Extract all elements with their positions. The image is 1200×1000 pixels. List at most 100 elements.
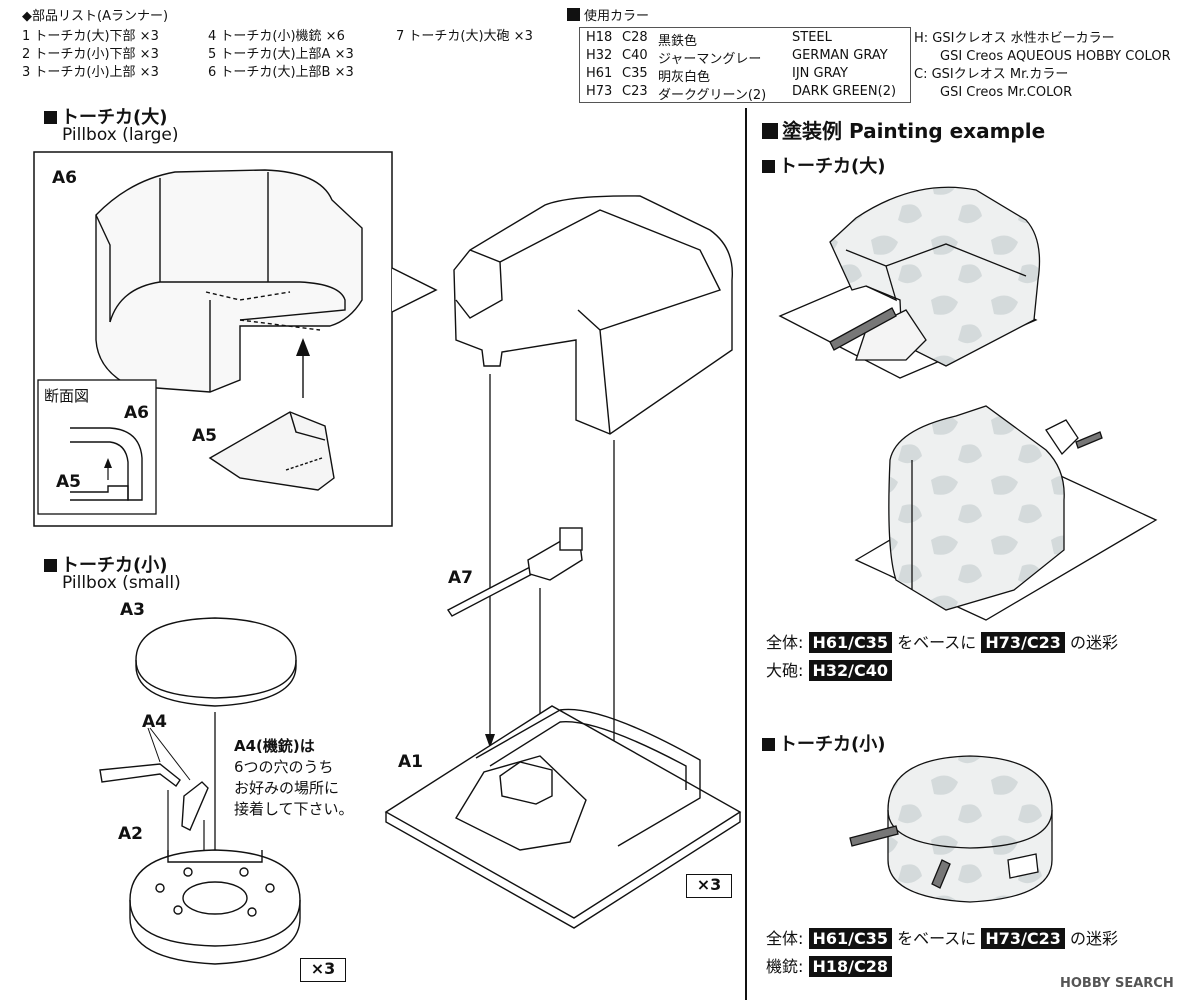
color-c-code: C35 xyxy=(622,66,648,81)
note-text: をベースに xyxy=(897,929,977,948)
a4-note-line: お好みの場所に xyxy=(234,779,340,797)
paint-large-note-1: 全体: H61/C35 をベースに H73/C23 の迷彩 xyxy=(766,632,1118,653)
color-tag: H61/C35 xyxy=(808,928,893,949)
color-list-title: 使用カラー xyxy=(567,8,649,26)
color-tag: H73/C23 xyxy=(981,632,1065,653)
note-prefix: 大砲: xyxy=(766,661,804,680)
callout-pointer xyxy=(391,267,438,313)
color-tag: H18/C28 xyxy=(808,956,893,977)
color-en-name: GERMAN GRAY xyxy=(792,48,888,63)
section-view-drawing xyxy=(70,427,143,501)
a4-leader-1 xyxy=(147,727,161,763)
paint-large-heading: トーチカ(大) xyxy=(762,152,885,178)
watermark: HOBBY SEARCH xyxy=(1060,976,1174,991)
note-prefix: 全体: xyxy=(766,929,804,948)
multiplier-large: ×3 xyxy=(686,874,732,898)
small-pillbox-subheading: Pillbox (small) xyxy=(62,573,181,593)
parts-list-title: ◆部品リスト(Aランナー) xyxy=(22,9,169,24)
assembly-diagram xyxy=(33,151,742,965)
part-a2-drawing xyxy=(129,849,301,965)
part-a7-drawing xyxy=(446,527,583,617)
color-h-code: H73 xyxy=(586,84,613,99)
color-jp-name: 黒鉄色 xyxy=(658,34,698,49)
color-h-code: H32 xyxy=(586,48,613,63)
note-text: の迷彩 xyxy=(1070,929,1119,948)
detail-frame xyxy=(33,151,393,527)
part-a3-drawing xyxy=(135,617,297,707)
square-bullet-icon xyxy=(44,111,57,124)
paint-small-note-1: 全体: H61/C35 をベースに H73/C23 の迷彩 xyxy=(766,928,1118,949)
square-bullet-icon xyxy=(762,160,775,173)
square-bullet-icon xyxy=(762,123,778,139)
note-prefix: 全体: xyxy=(766,633,804,652)
column-divider xyxy=(745,108,747,1000)
note-text: の迷彩 xyxy=(1070,633,1119,652)
paint-large-rear-drawing xyxy=(854,405,1158,621)
section-label-a5: A5 xyxy=(56,472,81,492)
part-item-3: 3 トーチカ(小)上部 ×3 xyxy=(22,65,159,80)
label-a1: A1 xyxy=(398,752,423,772)
part-item-7: 7 トーチカ(大)大砲 ×3 xyxy=(396,29,533,44)
part-item-2: 2 トーチカ(小)下部 ×3 xyxy=(22,47,159,62)
part-a6-assembled-drawing xyxy=(453,195,734,435)
square-bullet-icon xyxy=(567,8,580,21)
color-jp-name: ダークグリーン(2) xyxy=(658,88,767,103)
part-item-6: 6 トーチカ(大)上部B ×3 xyxy=(208,65,354,80)
paint-small-note-2: 機銃: H18/C28 xyxy=(766,956,893,977)
color-tag: H61/C35 xyxy=(808,632,893,653)
small-pillbox-heading: トーチカ(小) xyxy=(44,551,167,577)
color-en-name: STEEL xyxy=(792,30,832,45)
color-jp-name: ジャーマングレー xyxy=(658,52,762,67)
part-a1-drawing xyxy=(384,705,742,929)
color-jp-name: 明灰白色 xyxy=(658,70,711,85)
color-en-name: DARK GREEN(2) xyxy=(792,84,897,99)
square-bullet-icon xyxy=(762,738,775,751)
a4-note-line: 6つの穴のうち xyxy=(234,758,334,776)
part-item-4: 4 トーチカ(小)機銃 ×6 xyxy=(208,29,345,44)
paint-large-front-drawing xyxy=(778,186,1041,379)
part-a5-drawing xyxy=(208,411,335,491)
note-prefix: 機銃: xyxy=(766,957,804,976)
color-en-name: IJN GRAY xyxy=(792,66,848,81)
paint-large-note-2: 大砲: H32/C40 xyxy=(766,660,893,681)
color-h-code: H61 xyxy=(586,66,613,81)
label-a2: A2 xyxy=(118,824,143,844)
color-tag: H73/C23 xyxy=(981,928,1065,949)
large-pillbox-heading: トーチカ(大) xyxy=(44,103,167,129)
note-text: をベースに xyxy=(897,633,977,652)
label-a6: A6 xyxy=(52,168,77,188)
part-a6-drawing xyxy=(95,169,363,393)
part-a4-drawing xyxy=(99,763,209,831)
arrowhead-a6-a1-left xyxy=(485,734,495,748)
color-table: H18 C28 黒鉄色 STEEL H32 C40 ジャーマングレー GERMA… xyxy=(579,27,911,103)
paint-small-drawing xyxy=(849,755,1053,903)
legend-c: C: GSIクレオス Mr.カラー xyxy=(914,67,1069,82)
color-h-code: H18 xyxy=(586,30,613,45)
multiplier-small: ×3 xyxy=(300,958,346,982)
legend-h-en: GSI Creos AQUEOUS HOBBY COLOR xyxy=(940,49,1171,64)
legend-c-en: GSI Creos Mr.COLOR xyxy=(940,85,1073,100)
color-c-code: C23 xyxy=(622,84,648,99)
painting-example-heading: 塗装例 Painting example xyxy=(762,115,1045,144)
label-a4: A4 xyxy=(142,712,167,732)
a4-note-line: 接着して下さい。 xyxy=(234,800,354,818)
section-arrowhead xyxy=(104,458,112,468)
large-pillbox-subheading: Pillbox (large) xyxy=(62,125,179,145)
label-a3: A3 xyxy=(120,600,145,620)
color-c-code: C28 xyxy=(622,30,648,45)
arrowhead-a5-a6 xyxy=(296,338,310,356)
label-a7: A7 xyxy=(448,568,473,588)
color-tag: H32/C40 xyxy=(808,660,893,681)
part-item-1: 1 トーチカ(大)下部 ×3 xyxy=(22,29,159,44)
section-view-title: 断面図 xyxy=(44,387,90,405)
square-bullet-icon xyxy=(44,559,57,572)
legend-h: H: GSIクレオス 水性ホビーカラー xyxy=(914,31,1115,46)
a4-note-line: A4(機銃)は xyxy=(234,737,315,755)
paint-small-heading: トーチカ(小) xyxy=(762,730,885,756)
part-item-5: 5 トーチカ(大)上部A ×3 xyxy=(208,47,354,62)
label-a5: A5 xyxy=(192,426,217,446)
a4-note: A4(機銃)は 6つの穴のうち お好みの場所に 接着して下さい。 xyxy=(234,736,354,820)
color-c-code: C40 xyxy=(622,48,648,63)
section-label-a6: A6 xyxy=(124,403,149,423)
a4-leader-2 xyxy=(149,727,191,781)
